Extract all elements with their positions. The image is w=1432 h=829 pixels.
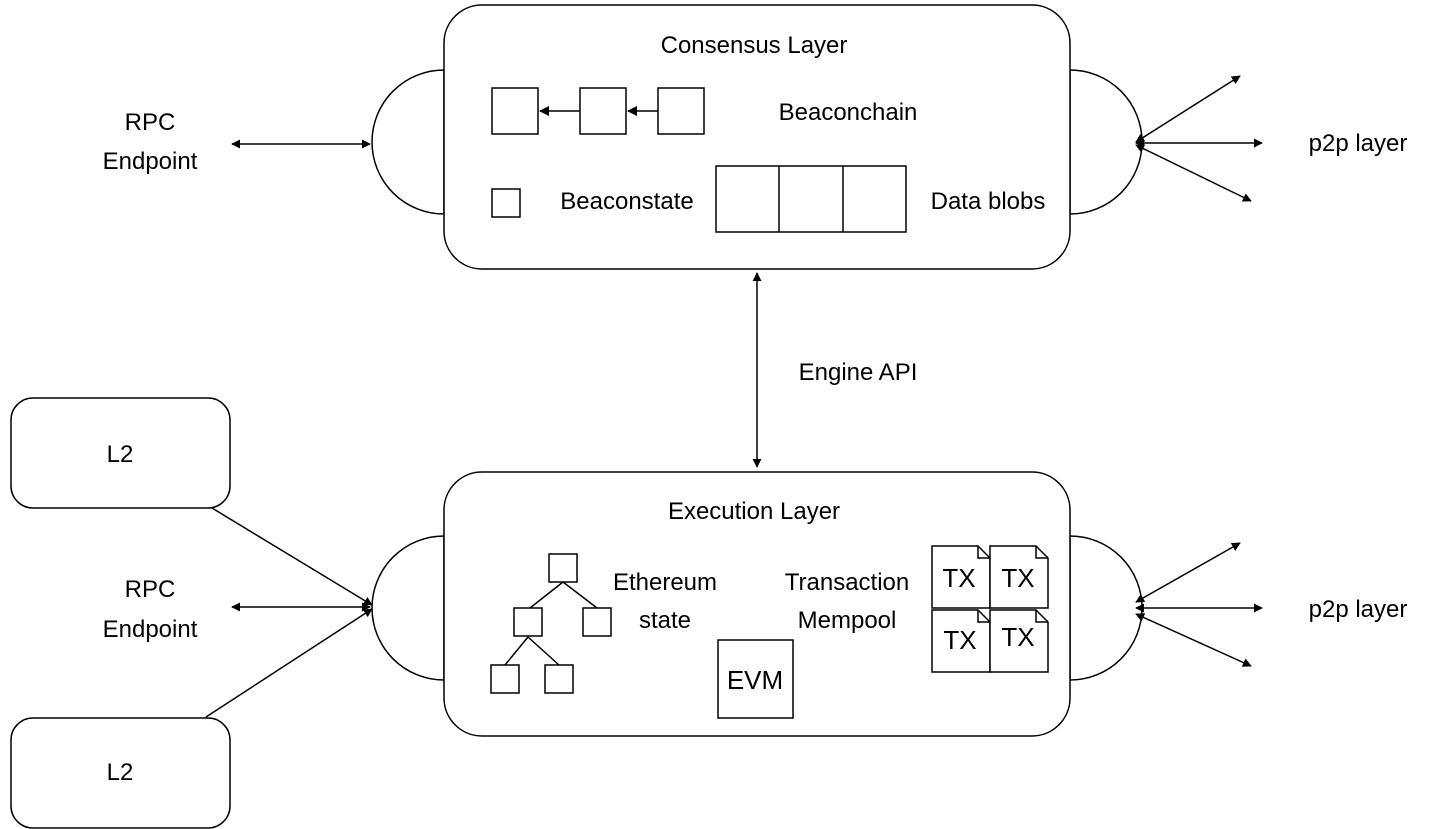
tx-label-3: TX: [943, 625, 976, 655]
l2-top-connector: [211, 507, 373, 606]
data-blobs-label: Data blobs: [931, 188, 1046, 215]
p2p-layer-top-label: p2p layer: [1309, 130, 1408, 157]
evm-box: [717, 639, 794, 719]
p2p-top-arrow-down: [1135, 144, 1252, 202]
tx-label-2: TX: [1001, 563, 1034, 593]
tx-label-4: TX: [1001, 622, 1034, 652]
state-node-left: [513, 607, 543, 637]
tx-doc-3: TX: [931, 609, 991, 673]
tx-doc-1: TX: [931, 545, 991, 609]
state-node-root: [548, 553, 578, 583]
rpc-endpoint-top-line1: RPC: [125, 109, 176, 136]
l2-top-box[interactable]: [10, 397, 231, 509]
rpc-endpoint-bottom-line2: Endpoint: [103, 616, 198, 643]
evm-label: EVM: [727, 665, 783, 695]
execution-layer-title: Execution Layer: [668, 498, 840, 525]
tx-doc-2: TX: [989, 545, 1049, 609]
data-blobs-box: [715, 165, 907, 233]
l2-bottom-label: L2: [107, 759, 134, 786]
ethereum-state-label-1: Ethereum: [613, 569, 717, 596]
state-node-right: [582, 607, 612, 637]
beaconstate-label: Beaconstate: [560, 188, 693, 215]
tx-label-1: TX: [942, 563, 975, 593]
rpc-endpoint-top-line2: Endpoint: [103, 148, 198, 175]
beacon-block-2: [579, 87, 627, 135]
p2p-bottom-arrow-down: [1135, 613, 1252, 667]
engine-api-label: Engine API: [799, 359, 918, 386]
l2-bottom-box[interactable]: [10, 717, 231, 829]
p2p-top-arrow-up: [1135, 75, 1241, 143]
l2-bottom-connector: [205, 608, 373, 718]
consensus-layer-title: Consensus Layer: [661, 32, 848, 59]
ethereum-state-tree: [490, 553, 612, 694]
state-node-leaf-2: [544, 664, 574, 694]
l2-top-label: L2: [107, 441, 134, 468]
rpc-endpoint-bottom-line1: RPC: [125, 576, 176, 603]
consensus-right-port: [1069, 69, 1143, 215]
p2p-bottom-arrow-up: [1135, 542, 1241, 603]
state-node-leaf-1: [490, 664, 520, 694]
execution-right-port: [1069, 535, 1143, 681]
tx-doc-4: TX: [989, 609, 1049, 673]
execution-layer-box: [443, 471, 1071, 737]
mempool-label-2: Mempool: [798, 607, 897, 634]
beacon-block-3: [657, 87, 705, 135]
consensus-layer-box: [443, 4, 1071, 270]
consensus-left-port: [371, 69, 445, 215]
beacon-block-1: [491, 87, 539, 135]
mempool-label-1: Transaction: [785, 569, 910, 596]
beaconchain-label: Beaconchain: [779, 99, 918, 126]
beaconstate-box: [491, 188, 521, 218]
ethereum-state-label-2: state: [639, 607, 691, 634]
execution-left-port: [371, 535, 445, 681]
p2p-layer-bottom-label: p2p layer: [1309, 596, 1408, 623]
